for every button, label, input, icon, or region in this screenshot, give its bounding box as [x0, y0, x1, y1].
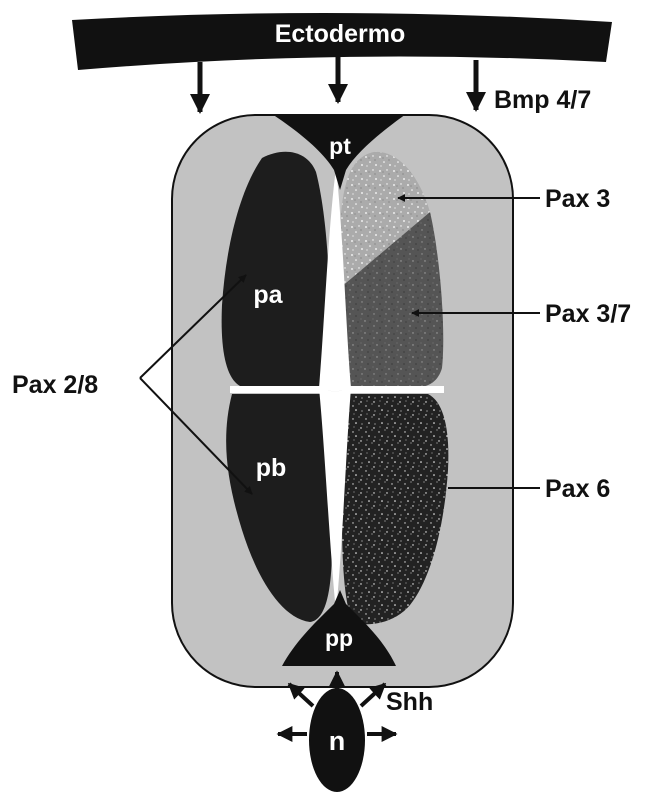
pax28-label: Pax 2/8: [12, 371, 98, 399]
shh-label: Shh: [386, 688, 433, 716]
alar-plate-label: pa: [253, 281, 283, 309]
pax37-label: Pax 3/7: [545, 300, 631, 328]
sulcus-limitans-left: [230, 386, 328, 393]
pax6-label: Pax 6: [545, 475, 610, 503]
ectoderm-label: Ectodermo: [275, 20, 406, 48]
notochord-label: n: [329, 726, 346, 756]
bmp-label: Bmp 4/7: [494, 86, 591, 114]
floor-plate-label: pp: [325, 625, 353, 651]
roof-plate-label: pt: [329, 133, 351, 159]
sulcus-limitans-right: [342, 386, 444, 393]
pax3-label: Pax 3: [545, 185, 610, 213]
basal-plate-label: pb: [256, 454, 287, 482]
